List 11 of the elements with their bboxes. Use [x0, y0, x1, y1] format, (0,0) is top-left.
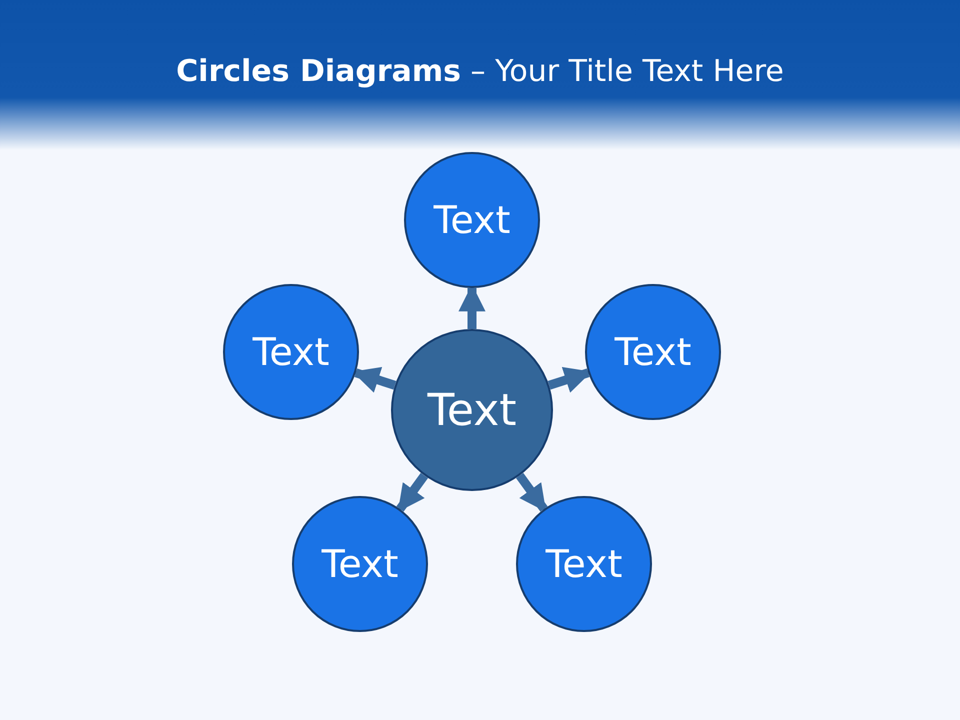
node-label: Text: [434, 198, 510, 242]
arrow: [352, 367, 396, 393]
arrow: [548, 367, 592, 393]
arrow: [516, 472, 548, 512]
node-label: Text: [614, 330, 692, 374]
node-label: Text: [322, 542, 398, 586]
node-label: Text: [546, 542, 622, 586]
node-label: Text: [252, 330, 330, 374]
node-label: Text: [428, 384, 516, 436]
slide-title: Circles Diagrams – Your Title Text Here: [175, 54, 785, 89]
arrow: [396, 472, 428, 512]
